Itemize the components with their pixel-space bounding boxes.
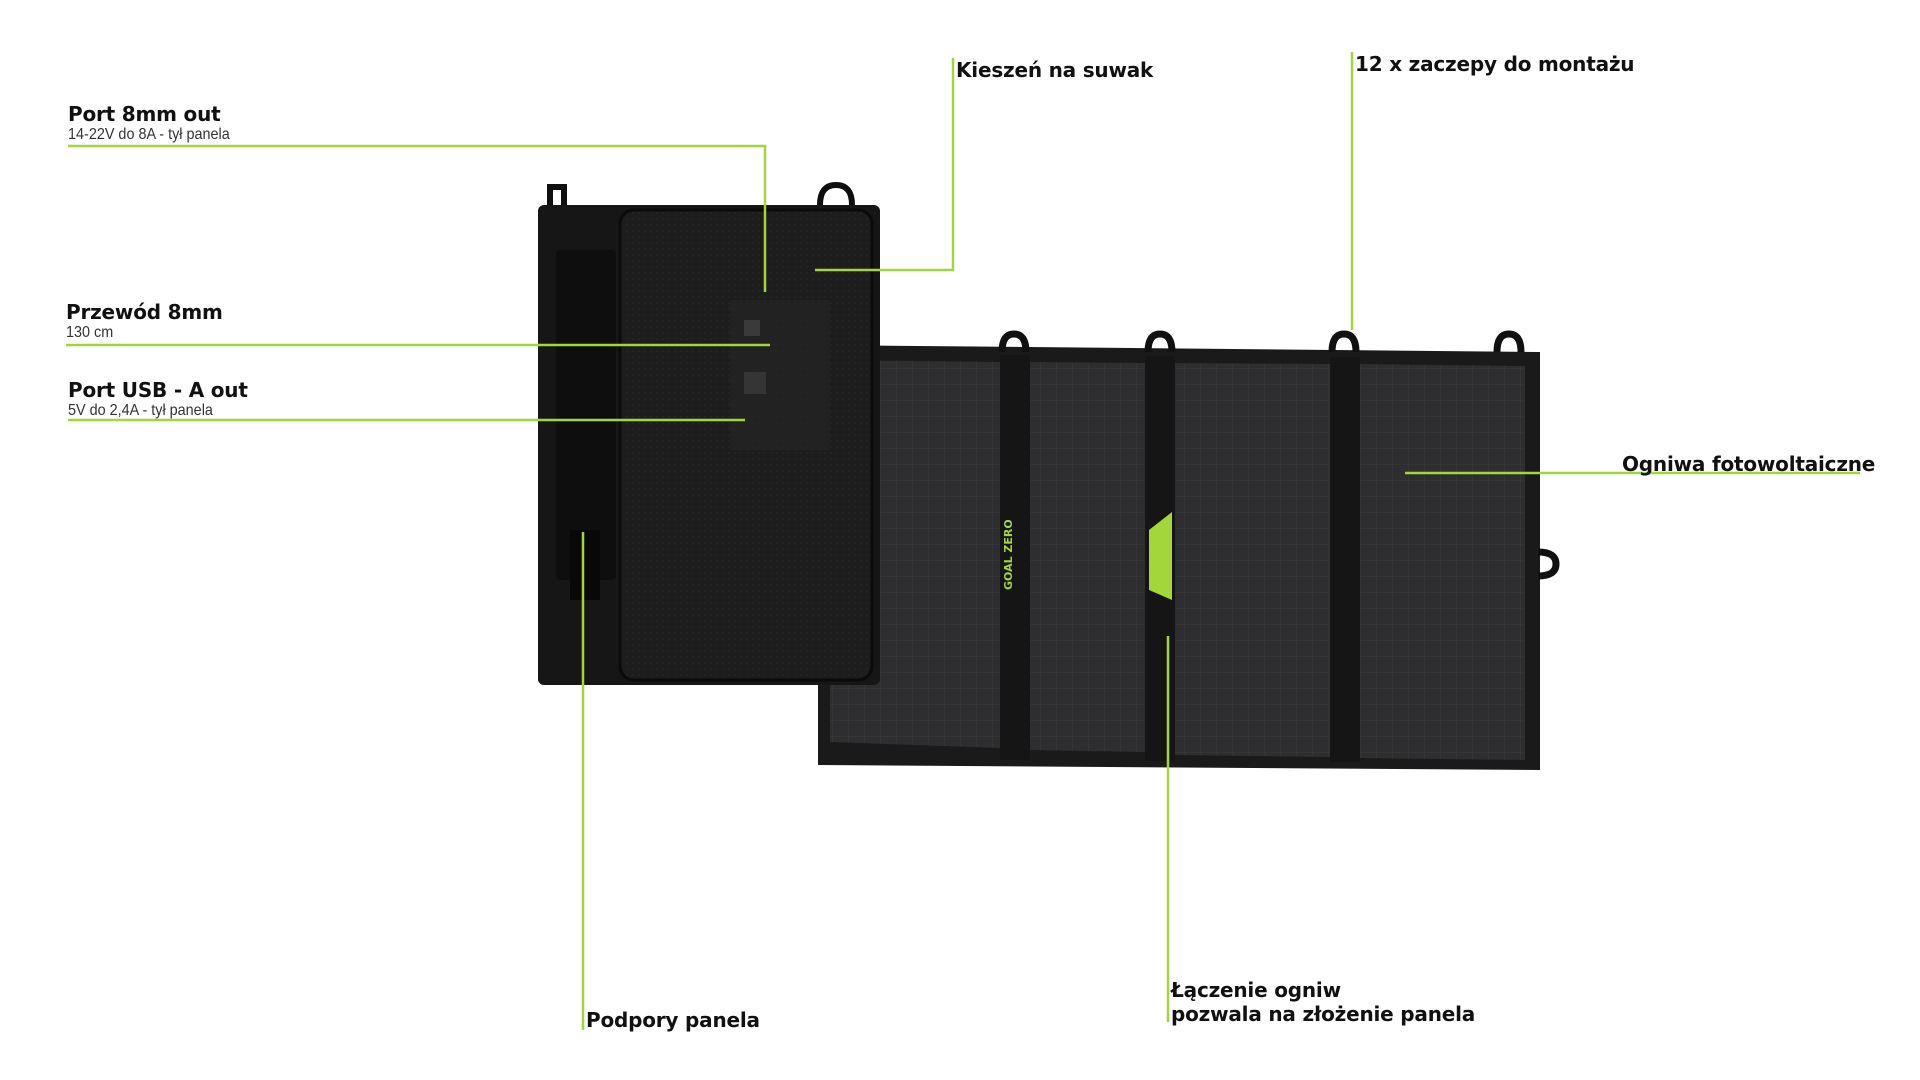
folded-panel (538, 181, 880, 685)
callout-port-8mm: Port 8mm out 14-22V do 8A - tył panela (68, 102, 248, 144)
callout-cable-8mm: Przewód 8mm 130 cm (66, 300, 223, 342)
support-strap (556, 250, 616, 580)
leader-line-port-8mm (68, 144, 767, 292)
port-detail (744, 320, 760, 336)
brand-mark-text: GOAL ZERO (1002, 519, 1015, 590)
mount-loops (998, 330, 1560, 580)
hinge-spine (1330, 357, 1360, 762)
mount-loop (998, 330, 1030, 353)
carry-handle (817, 181, 855, 206)
callout-usb-port: Port USB - A out 5V do 2,4A - tył panela (68, 378, 248, 420)
solar-cell-segment (1175, 363, 1330, 757)
callout-subtitle: 14-22V do 8A - tył panela (68, 126, 230, 143)
callout-pv-cells: Ogniwa fotowoltaiczne (1622, 452, 1875, 476)
brand-tab (1149, 512, 1172, 600)
callout-title: 12 x zaczepy do montażu (1355, 52, 1635, 76)
hinge-spine (1000, 355, 1030, 760)
callout-title: Przewód 8mm (66, 300, 223, 324)
callout-title-line-2: pozwala na złożenie panela (1171, 1002, 1476, 1026)
solar-cell-segment (1030, 362, 1145, 752)
callout-cell-joint: Łączenie ogniw pozwala na złożenie panel… (1171, 978, 1475, 1026)
callout-title: Kieszeń na suwak (956, 58, 1154, 82)
callout-title-line-1: Łączenie ogniw (1171, 978, 1341, 1002)
callout-zip-pocket: Kieszeń na suwak (956, 58, 1153, 82)
carry-handle (547, 184, 567, 205)
port-detail (744, 372, 766, 394)
callout-title: Port 8mm out (68, 102, 221, 126)
support-strap-detail (570, 530, 600, 600)
callout-panel-supports: Podpory panela (586, 1008, 760, 1032)
mount-loop (1537, 548, 1560, 580)
mount-loop (1328, 330, 1360, 353)
solar-cell-segment (1360, 364, 1525, 760)
mount-loop (1493, 330, 1525, 353)
callout-subtitle: 130 cm (66, 324, 114, 341)
callout-title: Podpory panela (586, 1008, 760, 1032)
callout-leader-lines (66, 52, 1860, 1030)
callout-title: Port USB - A out (68, 378, 248, 402)
mount-loop (1144, 330, 1176, 353)
callout-mount-hooks: 12 x zaczepy do montażu (1355, 52, 1635, 76)
callout-subtitle: 5V do 2,4A - tył panela (68, 402, 213, 419)
leader-line-zip-pocket (815, 58, 955, 272)
unfolded-solar-panel: GOAL ZERO (818, 330, 1560, 770)
callout-title: Ogniwa fotowoltaiczne (1622, 452, 1876, 476)
